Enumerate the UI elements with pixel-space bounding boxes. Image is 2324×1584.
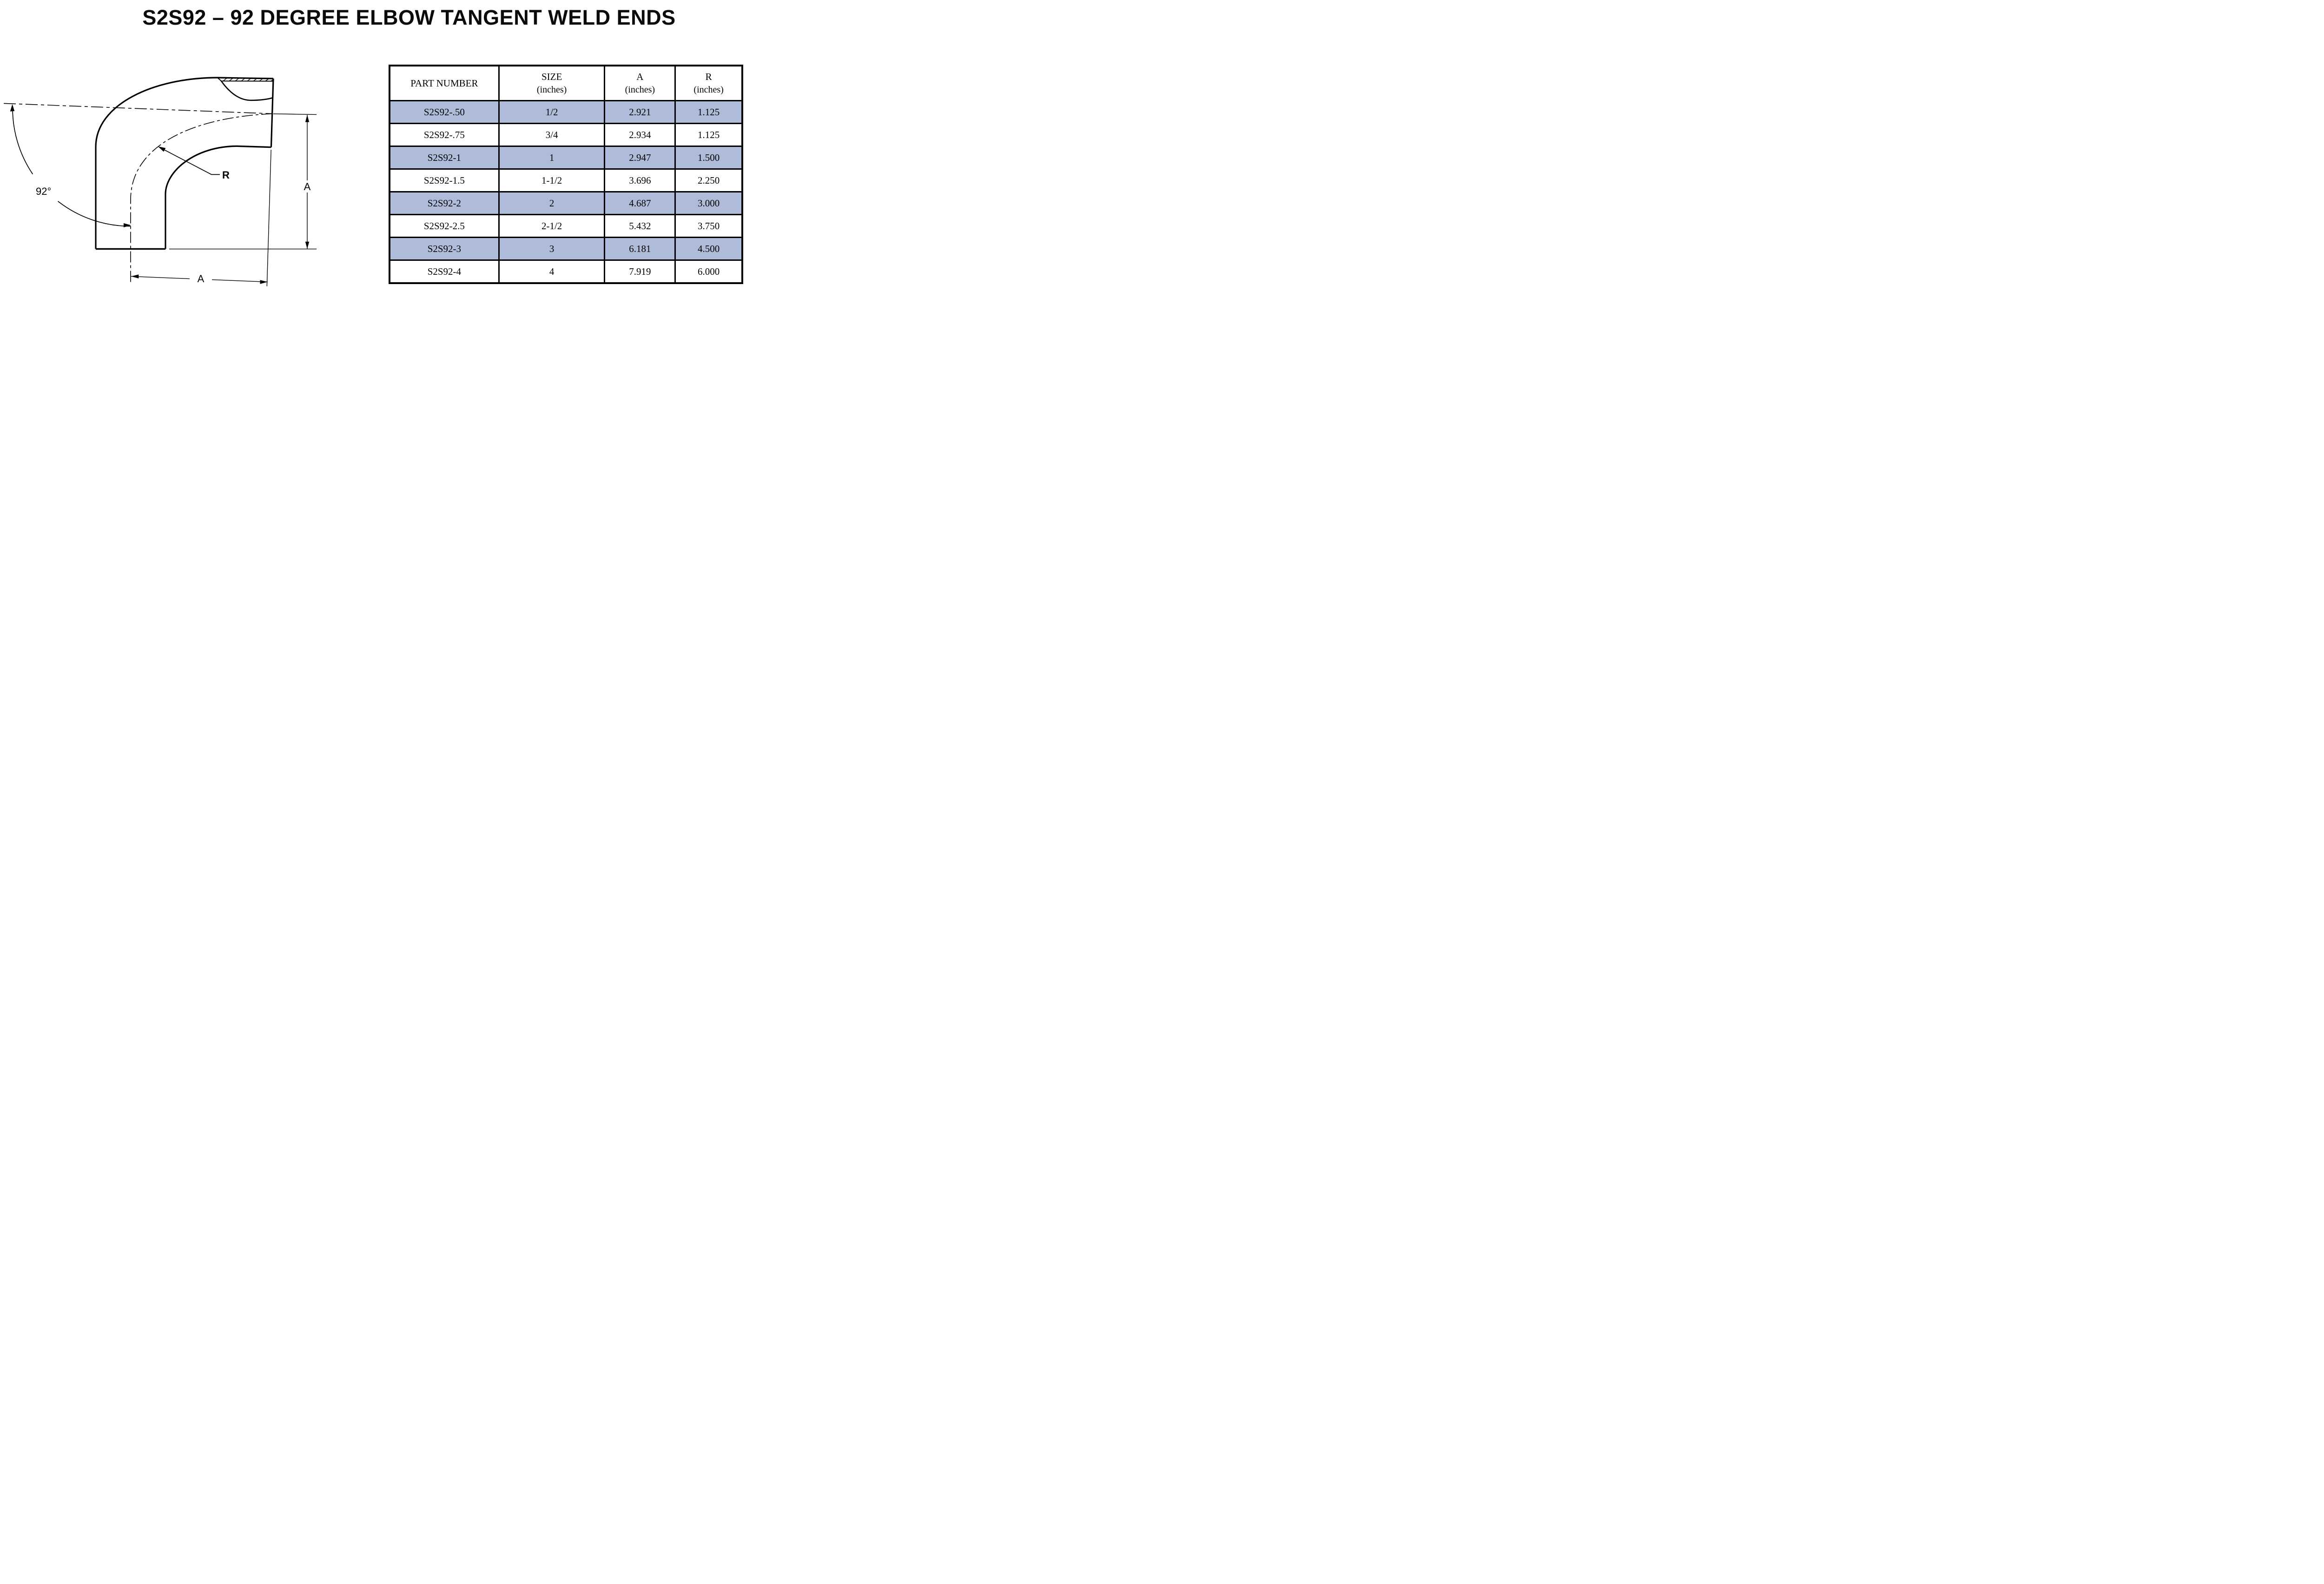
radius-leader-line: [159, 147, 220, 175]
pipe-mouth-curve: [220, 80, 273, 101]
dim-line-horizontal: [131, 276, 268, 283]
bend-centerline: [130, 113, 273, 284]
dimension-table: PART NUMBER SIZE(inches) A(inches) R(inc…: [389, 65, 743, 284]
dim-arrow-up-icon: [305, 115, 310, 122]
face-extension-line: [266, 149, 271, 286]
header-a: A(inches): [604, 65, 676, 101]
top-extension-line: [273, 113, 317, 115]
header-size: SIZE(inches): [498, 65, 606, 101]
elbow-inner-wall: [165, 145, 271, 249]
dim-arrow-right-icon: [260, 280, 268, 284]
angle-label: 92°: [36, 186, 51, 197]
weld-hatch-lines: [223, 77, 274, 82]
dim-arrow-down-icon: [305, 241, 310, 249]
radius-label: R: [222, 169, 230, 181]
elbow-end-face: [270, 78, 274, 147]
angle-arc: [12, 106, 131, 227]
radius-arrow-icon: [158, 146, 166, 152]
elbow-drawing: 92° R A A: [0, 0, 325, 317]
angle-arrow-bottom-icon: [124, 223, 131, 227]
header-r: R(inches): [674, 65, 743, 101]
elbow-diagram-svg: 92° R A A: [3, 77, 317, 286]
tangent-centerline: [3, 103, 273, 114]
dim-a-horizontal-label: A: [198, 273, 205, 285]
dim-a-vertical-label: A: [304, 181, 311, 192]
dim-arrow-left-icon: [131, 274, 139, 278]
table-header-row: PART NUMBER SIZE(inches) A(inches) R(inc…: [389, 65, 743, 101]
angle-arrow-top-icon: [10, 104, 15, 112]
header-part-number: PART NUMBER: [389, 65, 500, 101]
page-title: S2S92 – 92 DEGREE ELBOW TANGENT WELD END…: [142, 6, 676, 29]
elbow-outer-wall: [95, 77, 274, 249]
